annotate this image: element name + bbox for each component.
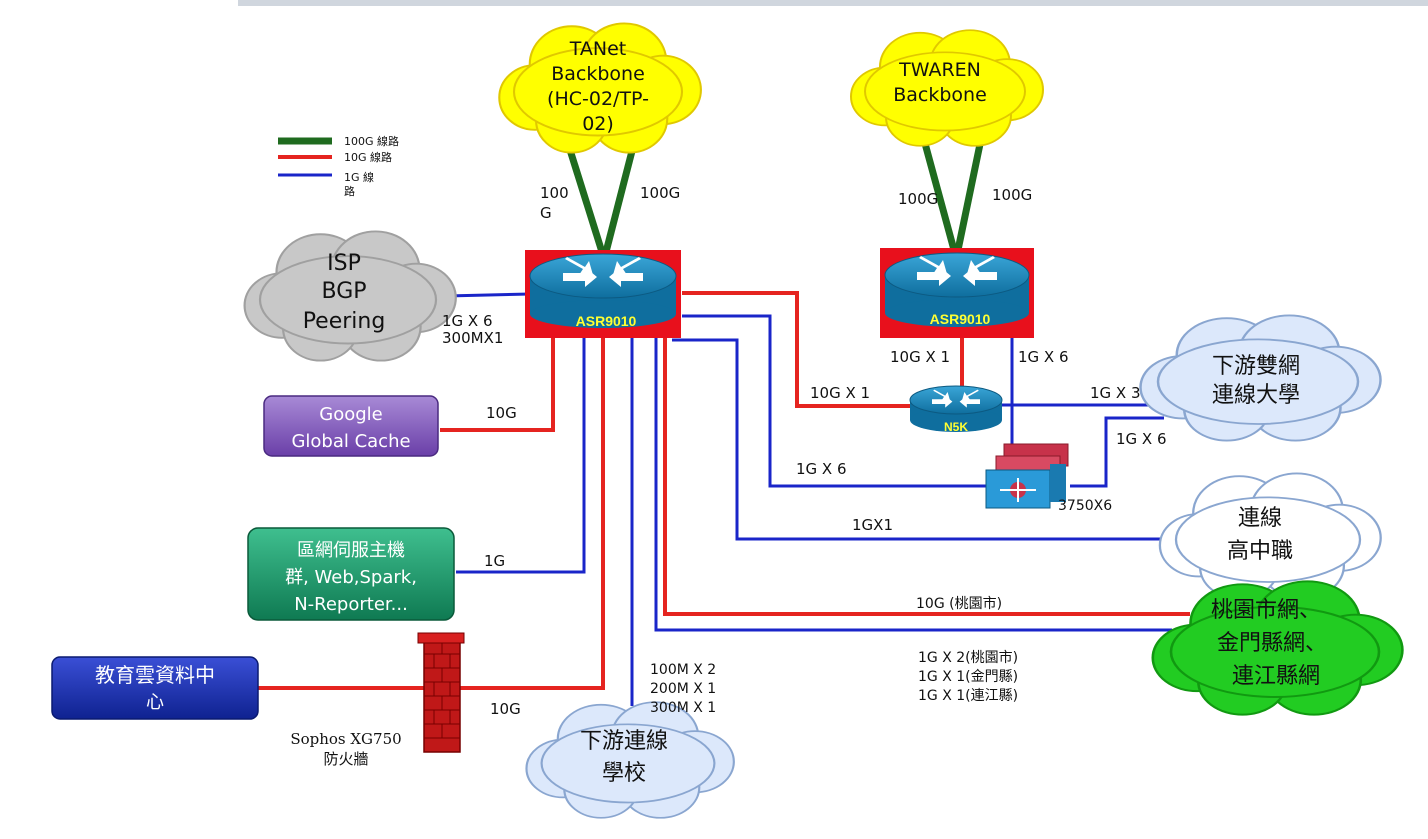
cloud-downstream-school-line2: 學校 bbox=[602, 761, 646, 786]
label-tanet-left-line1: 100 bbox=[540, 184, 569, 202]
label-downstream-line3: 300M X 1 bbox=[650, 700, 716, 716]
label-isp-line1: 1G X 6 bbox=[442, 312, 493, 330]
label-county-red: 10G (桃園市) bbox=[916, 595, 1002, 612]
cloud-downstream-school bbox=[525, 701, 735, 819]
box-google: Google Global Cache bbox=[263, 395, 439, 457]
label-n5k-univ: 1G X 3 bbox=[1090, 384, 1141, 402]
cloud-isp-line2: BGP bbox=[321, 279, 366, 304]
link-google bbox=[440, 338, 555, 432]
cloud-twaren-line1: TWAREN bbox=[898, 59, 981, 81]
router-n5k-label: N5K bbox=[944, 420, 968, 434]
cloud-high-school bbox=[1158, 472, 1382, 600]
label-n5k-up: 10G X 1 bbox=[890, 348, 950, 366]
link-isp bbox=[445, 292, 531, 298]
router-asr-right: ASR9010 bbox=[880, 248, 1034, 338]
label-to-n5k: 10G X 1 bbox=[810, 384, 870, 402]
link-stack-univ bbox=[1070, 416, 1164, 488]
cloud-county-line2: 金門縣網、 bbox=[1217, 631, 1327, 656]
link-high-school bbox=[672, 338, 1172, 541]
box-edu-cloud-line2: 心 bbox=[146, 692, 164, 713]
label-downstream-line2: 200M X 1 bbox=[650, 681, 716, 697]
label-twaren-left: 100G bbox=[898, 190, 938, 208]
cloud-isp-line1: ISP bbox=[327, 251, 361, 276]
legend: 100G 線路 10G 線路 1G 線 路 bbox=[278, 134, 399, 198]
link-to-n5k bbox=[682, 291, 912, 408]
firewall-brick-icon bbox=[417, 632, 465, 753]
label-county-blue-line1: 1G X 2(桃園市) bbox=[918, 649, 1018, 666]
cloud-tanet-line2: Backbone bbox=[551, 63, 645, 85]
legend-label-100g: 100G 線路 bbox=[344, 134, 399, 148]
label-downstream-line1: 100M X 2 bbox=[650, 662, 716, 678]
cloud-tanet-line1: TANet bbox=[569, 38, 626, 60]
link-county-blue bbox=[654, 338, 1172, 632]
box-server-line2: 群, Web,Spark, bbox=[285, 567, 417, 588]
label-edu-cloud: 10G bbox=[490, 700, 521, 718]
label-tanet-right: 100G bbox=[640, 184, 680, 202]
box-server-line1: 區網伺服主機 bbox=[297, 540, 405, 561]
switch-stack-label: 3750X6 bbox=[1058, 498, 1112, 514]
cloud-dual-univ-line2: 連線大學 bbox=[1212, 383, 1300, 408]
box-server: 區網伺服主機 群, Web,Spark, N-Reporter... bbox=[247, 527, 455, 621]
router-n5k: N5K bbox=[909, 385, 1003, 434]
cloud-county-line3: 連江縣網 bbox=[1232, 664, 1320, 689]
legend-label-1g-line2: 路 bbox=[344, 185, 355, 198]
box-google-line2: Global Cache bbox=[291, 431, 410, 452]
label-county-blue-line3: 1G X 1(連江縣) bbox=[918, 688, 1018, 704]
label-twaren-right: 100G bbox=[992, 186, 1032, 204]
label-google: 10G bbox=[486, 404, 517, 422]
legend-label-10g: 10G 線路 bbox=[344, 150, 392, 164]
link-to-stack bbox=[682, 314, 992, 488]
router-asr-left: ASR9010 bbox=[525, 250, 681, 338]
switch-stack-3750 bbox=[985, 443, 1069, 509]
cloud-twaren-line2: Backbone bbox=[893, 84, 987, 106]
label-asr-right-down: 1G X 6 bbox=[1018, 348, 1069, 366]
label-high-school: 1GX1 bbox=[852, 516, 893, 534]
link-county-red bbox=[663, 338, 1190, 616]
legend-label-1g-line1: 1G 線 bbox=[344, 170, 374, 184]
router-asr-left-label: ASR9010 bbox=[576, 313, 637, 329]
firewall-label-line2: 防火牆 bbox=[323, 750, 368, 768]
label-server: 1G bbox=[484, 552, 505, 570]
label-isp-line2: 300MX1 bbox=[442, 329, 503, 347]
box-server-line3: N-Reporter... bbox=[294, 594, 408, 615]
box-google-line1: Google bbox=[319, 404, 382, 425]
cloud-high-school-line1: 連線 bbox=[1238, 506, 1282, 531]
link-edu-cloud bbox=[257, 338, 605, 690]
label-stack-univ: 1G X 6 bbox=[1116, 430, 1167, 448]
label-county-blue-line2: 1G X 1(金門縣) bbox=[918, 669, 1018, 685]
cloud-high-school-line2: 高中職 bbox=[1227, 539, 1293, 564]
cloud-isp-line3: Peering bbox=[303, 309, 386, 334]
header-strip bbox=[238, 0, 1428, 6]
router-asr-right-label: ASR9010 bbox=[930, 311, 991, 327]
cloud-dual-univ-line1: 下游雙網 bbox=[1212, 354, 1300, 379]
label-tanet-left-line2: G bbox=[540, 204, 552, 222]
box-edu-cloud: 教育雲資料中 心 bbox=[51, 656, 259, 720]
firewall-label-line1: Sophos XG750 bbox=[290, 730, 401, 748]
cloud-tanet-line4: 02) bbox=[582, 113, 614, 135]
cloud-downstream-school-line1: 下游連線 bbox=[580, 729, 668, 754]
cloud-tanet-line3: (HC-02/TP- bbox=[547, 88, 649, 110]
link-server bbox=[456, 338, 586, 574]
label-to-stack: 1G X 6 bbox=[796, 460, 847, 478]
cloud-county-line1: 桃園市網、 bbox=[1211, 598, 1321, 623]
box-edu-cloud-line1: 教育雲資料中 bbox=[95, 663, 215, 687]
links-layer bbox=[257, 116, 1190, 706]
